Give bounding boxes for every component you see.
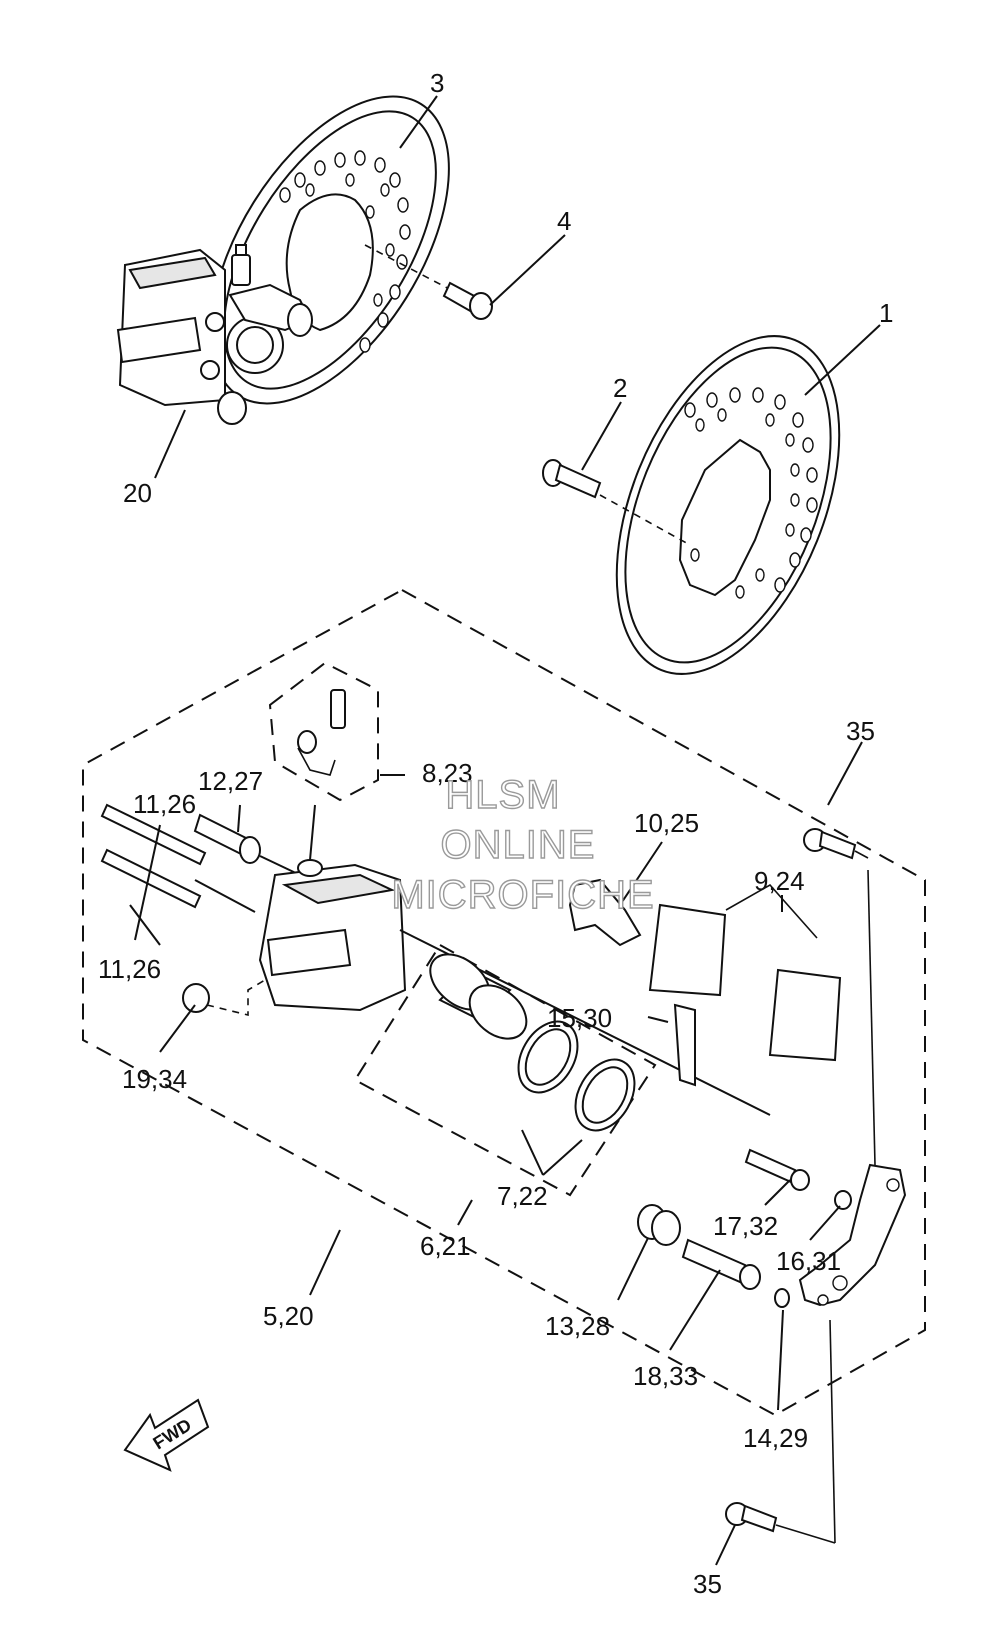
label-35-bottom: 35 xyxy=(693,1569,722,1599)
pin-11-26 xyxy=(100,803,256,913)
label-7-22: 7,22 xyxy=(497,1181,548,1211)
bolt-35-lower xyxy=(725,1502,836,1544)
pad-clip xyxy=(673,1003,696,1087)
label-1: 1 xyxy=(879,298,893,328)
label-11-26-top: 11,26 xyxy=(133,789,196,819)
label-14-29: 14,29 xyxy=(743,1423,808,1453)
brake-pads xyxy=(648,883,842,1062)
label-3: 3 xyxy=(430,68,444,98)
bolt-2 xyxy=(542,459,691,546)
label-6-21: 6,21 xyxy=(420,1231,471,1261)
bolt-17-32 xyxy=(744,1148,810,1191)
bolt-4 xyxy=(364,244,493,320)
watermark: HLSM ONLINE MICROFICHE xyxy=(391,772,655,917)
label-4: 4 xyxy=(557,206,571,236)
label-17-32: 17,32 xyxy=(713,1211,778,1241)
washer-16-31 xyxy=(834,1190,852,1210)
watermark-line-1: HLSM xyxy=(445,773,560,817)
fwd-arrow: FWD xyxy=(123,1398,210,1472)
label-15-30: 15,30 xyxy=(547,1003,612,1033)
pin-18-33 xyxy=(681,1238,761,1290)
bolt-35-upper xyxy=(803,828,869,860)
caliper-body-lower xyxy=(258,804,771,1116)
bushing-13-28 xyxy=(637,1204,681,1246)
label-10-25: 10,25 xyxy=(634,808,699,838)
pad-spring xyxy=(568,878,642,947)
bleed-screw xyxy=(297,689,346,776)
caliper-assembly-outline xyxy=(82,588,926,1417)
pin-12-27 xyxy=(193,813,301,876)
watermark-line-2: ONLINE xyxy=(441,823,596,867)
label-12-27: 12,27 xyxy=(198,766,263,796)
label-13-28: 13,28 xyxy=(545,1311,610,1341)
washer-14-29 xyxy=(774,1288,790,1308)
bleed-kit-outline xyxy=(268,661,379,802)
caliper-20 xyxy=(116,244,313,425)
label-18-33: 18,33 xyxy=(633,1361,698,1391)
piston xyxy=(429,953,528,1040)
caliper-bracket xyxy=(798,869,907,1544)
piston-kit-outline xyxy=(353,943,657,1197)
leader-lines xyxy=(129,95,881,1566)
watermark-line-3: MICROFICHE xyxy=(391,873,654,917)
label-35-top: 35 xyxy=(846,716,875,746)
label-11-26-bottom: 11,26 xyxy=(98,954,161,984)
label-5-20: 5,20 xyxy=(263,1301,314,1331)
label-16-31: 16,31 xyxy=(776,1246,841,1276)
part-labels: 3 4 1 2 20 35 8,23 12,27 11,26 10,25 9,2… xyxy=(98,68,893,1599)
boot-19-34 xyxy=(182,979,266,1017)
brake-disc-1 xyxy=(615,335,841,675)
label-8-23: 8,23 xyxy=(422,758,473,788)
label-2: 2 xyxy=(613,373,627,403)
label-9-24: 9,24 xyxy=(754,866,805,896)
label-19-34: 19,34 xyxy=(122,1064,187,1094)
label-20: 20 xyxy=(123,478,152,508)
seals xyxy=(517,1020,636,1132)
